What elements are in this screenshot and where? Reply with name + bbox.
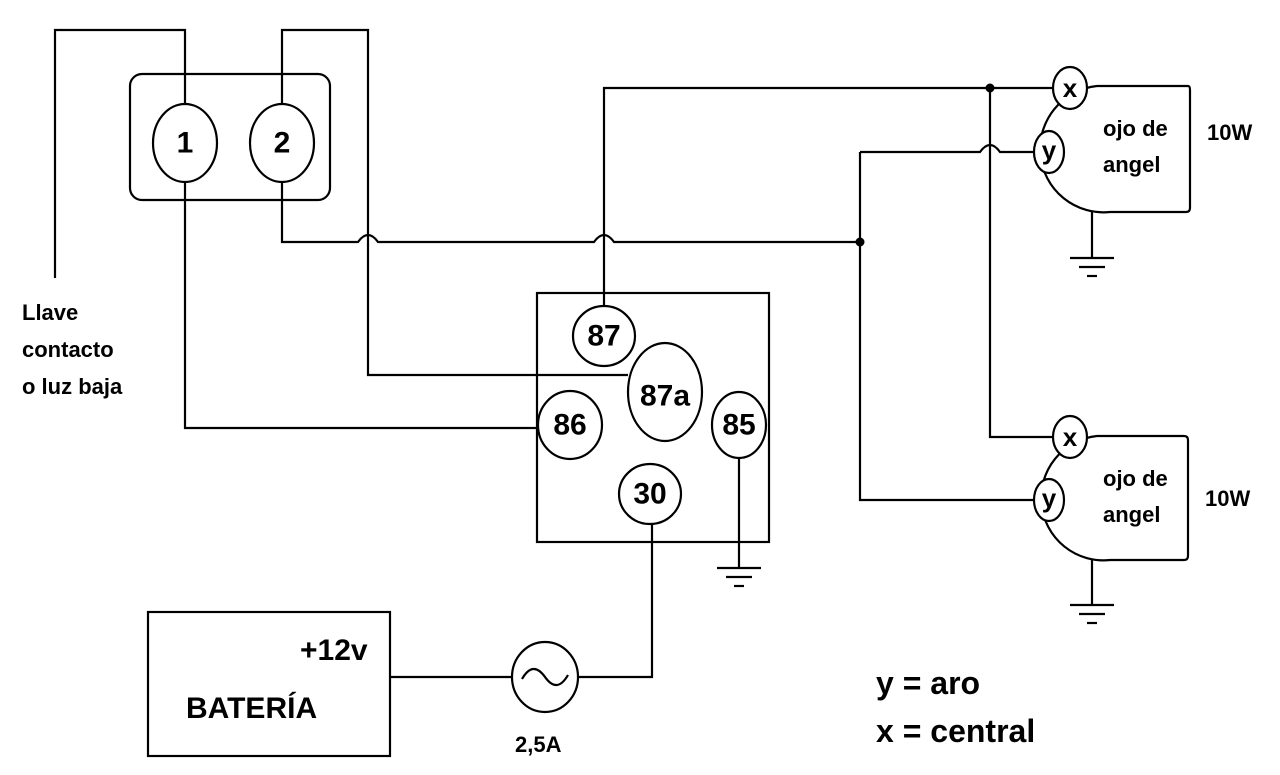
junction-dot-y — [855, 237, 865, 247]
wire-87-to-lamp-x — [602, 86, 1054, 306]
switch-pin-2-label: 2 — [274, 127, 291, 160]
switch-pin-1-label: 1 — [177, 127, 194, 160]
switch-block — [128, 72, 332, 202]
lamp-top-x-terminal — [1051, 65, 1089, 111]
lamp-bottom-name-2: angel — [1103, 502, 1160, 527]
key-label-line-3: o luz baja — [22, 374, 123, 399]
lamp-bottom-y-terminal — [1032, 477, 1066, 523]
relay-pin-85-label: 85 — [722, 409, 755, 442]
fuse-rating: 2,5A — [515, 732, 562, 757]
lamp-bottom-y-label: y — [1042, 483, 1057, 513]
lamp-top-y-terminal — [1032, 129, 1066, 175]
legend-line-2: x = central — [876, 713, 1035, 749]
relay-pin-30 — [617, 462, 683, 526]
relay-pin-86 — [536, 389, 604, 461]
junction-dot-x — [985, 83, 995, 93]
lamp-top-body — [1039, 84, 1192, 214]
lamp-top-y-label: y — [1042, 135, 1057, 165]
ground-icon-lamp-bottom — [1070, 603, 1114, 625]
wire-y-bus — [860, 143, 1035, 154]
wire-x-bus — [988, 88, 1055, 439]
wire-key-feed — [53, 28, 187, 278]
battery-name: BATERÍA — [186, 691, 317, 725]
relay-pin-87 — [571, 304, 637, 368]
lamp-top-name-2: angel — [1103, 152, 1160, 177]
lamp-top-x-label: x — [1063, 73, 1078, 103]
relay-pin-87a-label: 87a — [640, 380, 690, 413]
relay-pin-30-label: 30 — [633, 478, 666, 511]
relay-box — [535, 291, 771, 544]
lamp-bottom-power: 10W — [1205, 486, 1250, 511]
lamp-bottom-x-label: x — [1063, 422, 1078, 452]
ground-icon-lamp-top — [1070, 256, 1114, 278]
key-label-line-1: Llave — [22, 300, 78, 325]
switch-pin-2 — [248, 102, 316, 184]
lamp-bottom-x-terminal — [1051, 414, 1089, 460]
wire-pin1-to-86 — [183, 182, 540, 430]
relay-pin-87a — [626, 341, 704, 443]
lamp-top-name-1: ojo de — [1103, 116, 1168, 141]
fuse-icon — [521, 667, 569, 687]
ground-icon-relay — [717, 566, 761, 588]
wire-pin2-to-y — [280, 182, 860, 244]
lamp-bottom-name-1: ojo de — [1103, 466, 1168, 491]
lamp-top-power: 10W — [1207, 120, 1252, 145]
wire-pin2-to-87a — [280, 28, 628, 377]
relay-pin-87-label: 87 — [587, 320, 620, 353]
switch-pin-1 — [151, 102, 219, 184]
legend-line-1: y = aro — [876, 665, 980, 701]
battery-voltage: +12v — [300, 634, 368, 667]
wire-y-bus-vertical — [858, 152, 1035, 502]
relay-pin-86-label: 86 — [553, 409, 586, 442]
relay-pin-85 — [710, 390, 768, 460]
lamp-bottom-body — [1040, 434, 1190, 562]
wire-30-to-fuse — [578, 524, 654, 679]
battery-box — [146, 610, 392, 758]
key-label-line-2: contacto — [22, 337, 114, 362]
